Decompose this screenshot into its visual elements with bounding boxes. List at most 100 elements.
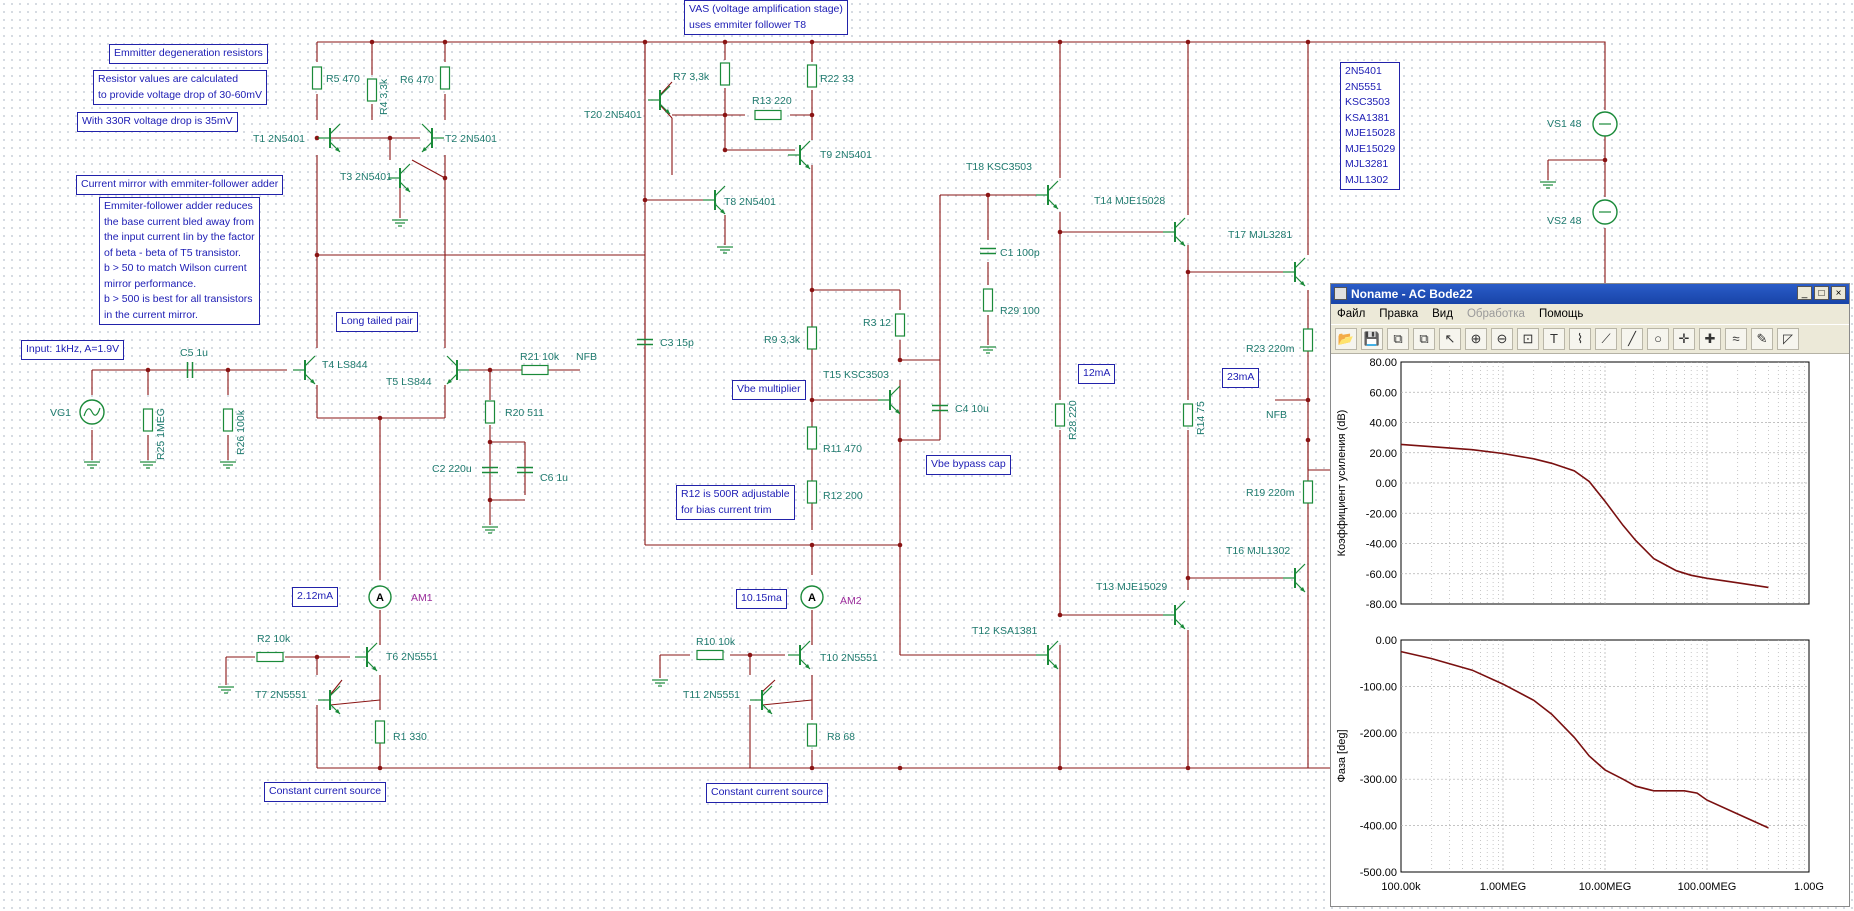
label-r5: R5 470 [326, 73, 360, 85]
label-vs1: VS1 48 [1547, 118, 1582, 130]
x-tick-label: 100.00k [1381, 881, 1421, 893]
cursor-icon[interactable]: ↖ [1439, 328, 1461, 350]
line-icon[interactable]: ╱ [1621, 328, 1643, 350]
save-icon[interactable]: 💾 [1361, 328, 1383, 350]
gain-ytick: -80.00 [1366, 599, 1397, 611]
menu-edit[interactable]: Правка [1379, 308, 1419, 320]
phase-curve [1400, 650, 1769, 829]
bode-window[interactable]: Noname - AC Bode22 _ □ × Файл Правка Вид… [1330, 283, 1850, 907]
label-r28: R28 220 [1067, 400, 1079, 440]
gain-ytick: 40.00 [1369, 418, 1397, 430]
label-c4: C4 10u [955, 403, 989, 415]
note-parts-list: 2N5401 2N5551 KSC3503 KSA1381 MJE15028 M… [1340, 62, 1401, 190]
gain-ytick: 80.00 [1369, 357, 1397, 369]
phase-ytick: -300.00 [1360, 774, 1397, 786]
label-nfb: NFB [576, 351, 597, 363]
label-nfb2: NFB [1266, 409, 1287, 421]
note-emitter-degeneration: Emmitter degeneration resistors [109, 44, 268, 64]
label-r23: R23 220m [1246, 343, 1295, 355]
maximize-button[interactable]: □ [1814, 286, 1829, 300]
bode-plot[interactable]: 80.0060.0040.0020.000.00-20.00-40.00-60.… [1331, 354, 1849, 906]
label-r1: R1 330 [393, 731, 427, 743]
label-t20: T20 2N5401 [584, 109, 642, 121]
junction-dots [145, 39, 1608, 771]
label-r25: R25 1MEG [155, 408, 167, 460]
label-vg1: VG1 [50, 407, 71, 419]
label-r8: R8 68 [827, 731, 855, 743]
label-r26: R26 100k [235, 409, 247, 455]
label-am2: AM2 [840, 595, 862, 607]
circle-icon[interactable]: ○ [1647, 328, 1669, 350]
note-current-12ma: 12mA [1078, 364, 1116, 384]
label-r14: R14 75 [1195, 401, 1207, 435]
note-constant-current-source-1: Constant current source [264, 782, 387, 802]
note-follower-adder: Emmiter-follower adder reduces the base … [99, 197, 260, 325]
label-r20: R20 511 [505, 407, 544, 419]
label-t17: T17 MJL3281 [1228, 229, 1292, 241]
arrow-icon[interactable]: ◸ [1777, 328, 1799, 350]
zoom-in-icon[interactable]: ⊕ [1465, 328, 1487, 350]
cursor-a-icon[interactable]: ✛ [1673, 328, 1695, 350]
label-t15: T15 KSC3503 [823, 369, 889, 381]
gain-ytick: 0.00 [1376, 478, 1397, 490]
phase-ylabel: Фаза [deg] [1336, 729, 1348, 782]
label-t6: T6 2N5551 [386, 651, 438, 663]
label-t5: T5 LS844 [386, 376, 432, 388]
note-resistor-values: Resistor values are calculated to provid… [93, 70, 268, 105]
paste-icon[interactable]: ⧉ [1413, 328, 1435, 350]
note-vas: VAS (voltage amplification stage) uses e… [684, 0, 848, 35]
label-r19: R19 220m [1246, 487, 1295, 499]
note-r12-adjustable: R12 is 500R adjustable for bias current … [676, 485, 795, 520]
copy-icon[interactable]: ⧉ [1387, 328, 1409, 350]
zoom-fit-icon[interactable]: ⊡ [1517, 328, 1539, 350]
gain-ytick: -60.00 [1366, 569, 1397, 581]
note-330r-drop: With 330R voltage drop is 35mV [77, 112, 238, 132]
menu-file[interactable]: Файл [1337, 308, 1366, 320]
note-current-10-15ma: 10.15ma [736, 589, 787, 609]
marker-icon[interactable]: ⟋ [1595, 328, 1617, 350]
note-current-2-12ma: 2.12mA [292, 587, 339, 607]
label-c2: C2 220u [432, 463, 472, 475]
text-tool-icon[interactable]: T [1543, 328, 1565, 350]
phase-ytick: -100.00 [1360, 681, 1397, 693]
label-t13: T13 MJE15029 [1096, 581, 1167, 593]
phase-ytick: -400.00 [1360, 821, 1397, 833]
note-long-tailed-pair: Long tailed pair [336, 312, 418, 332]
label-r21: R21 10k [520, 351, 560, 363]
pen-icon[interactable]: ✎ [1751, 328, 1773, 350]
label-c5: C5 1u [180, 347, 208, 359]
label-r4: R4 3,3k [378, 78, 390, 115]
minimize-button[interactable]: _ [1797, 286, 1812, 300]
gain-ytick: -20.00 [1366, 508, 1397, 520]
label-t3: T3 2N5401 [340, 171, 392, 183]
close-button[interactable]: × [1831, 286, 1846, 300]
toolbar: 📂💾⧉⧉↖⊕⊖⊡T⌇⟋╱○✛✚≈✎◸ [1331, 324, 1849, 354]
probe-icon[interactable]: ⌇ [1569, 328, 1591, 350]
label-t2: T2 2N5401 [445, 133, 497, 145]
label-t18: T18 KSC3503 [966, 161, 1032, 173]
menu-help[interactable]: Помощь [1538, 308, 1584, 320]
menu-view[interactable]: Вид [1432, 308, 1453, 320]
bode-title-bar[interactable]: Noname - AC Bode22 _ □ × [1331, 284, 1849, 304]
label-r22: R22 33 [820, 73, 854, 85]
label-r3: R3 12 [863, 317, 891, 329]
gain-ytick: 60.00 [1369, 387, 1397, 399]
zoom-out-icon[interactable]: ⊖ [1491, 328, 1513, 350]
curve-icon[interactable]: ≈ [1725, 328, 1747, 350]
note-current-mirror: Current mirror with emmiter-follower add… [76, 175, 284, 195]
label-t9: T9 2N5401 [820, 149, 872, 161]
open-icon[interactable]: 📂 [1335, 328, 1357, 350]
x-tick-label: 1.00G [1794, 881, 1824, 893]
phase-ytick: -500.00 [1360, 867, 1397, 879]
label-r10: R10 10k [696, 636, 736, 648]
label-r13: R13 220 [752, 95, 792, 107]
wires [91, 41, 1606, 769]
note-input-signal: Input: 1kHz, A=1.9V [21, 340, 125, 360]
label-c6: C6 1u [540, 472, 568, 484]
label-vs2: VS2 48 [1547, 215, 1582, 227]
cursor-b-icon[interactable]: ✚ [1699, 328, 1721, 350]
label-am1: AM1 [411, 592, 433, 604]
menu-process[interactable]: Обработка [1466, 308, 1525, 320]
